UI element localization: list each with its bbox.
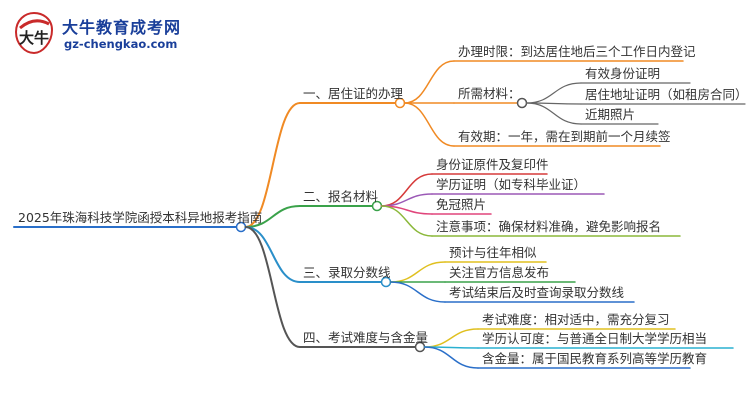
child-topic: 预计与往年相似 <box>449 245 537 260</box>
branch-connector <box>244 102 301 228</box>
child-topic: 含金量：属于国民教育系列高等学历教育 <box>482 351 708 366</box>
child-topic: 关注官方信息发布 <box>449 265 550 280</box>
child-topic: 注意事项：确保材料准确，避免影响报名 <box>436 219 662 234</box>
child-connector <box>389 281 446 303</box>
branch-topic: 一、居住证的办理 <box>303 86 404 101</box>
child-connector <box>403 102 455 147</box>
logo-badge-text: 大牛 <box>19 29 49 47</box>
logo-badge-icon: 大牛 <box>14 11 54 55</box>
child-topic: 考试结束后及时查询录取分数线 <box>449 285 625 300</box>
branch-connector <box>244 205 301 228</box>
child-topic: 身份证原件及复印件 <box>436 157 549 172</box>
branch-topic: 二、报名材料 <box>303 189 379 204</box>
brand-name: 大牛教育成考网 <box>62 18 182 37</box>
grandchild-topic: 有效身份证明 <box>585 66 661 81</box>
brand-url: gz-chengkao.com <box>64 37 178 51</box>
child-connector <box>380 205 433 237</box>
branch-connector <box>244 226 301 348</box>
child-connector <box>403 60 455 104</box>
child-topic: 有效期：一年，需在到期前一个月续签 <box>458 129 671 144</box>
child-connector <box>423 346 479 369</box>
child-connector <box>380 173 433 207</box>
grandchild-connector <box>525 82 582 104</box>
child-topic: 免冠照片 <box>436 197 487 212</box>
child-connector <box>389 261 446 283</box>
child-connector <box>423 328 479 348</box>
grandchild-topic: 近期照片 <box>585 107 636 122</box>
child-topic: 所需材料： <box>458 86 521 101</box>
child-topic: 学历认可度：与普通全日制大学学历相当 <box>482 331 708 346</box>
root-topic: 2025年珠海科技学院函授本科异地报考指南 <box>18 210 263 225</box>
branch-topic: 三、录取分数线 <box>303 265 391 280</box>
brand-logo: 大牛 大牛教育成考网 gz-chengkao.com <box>10 10 200 58</box>
child-topic: 学历证明（如专科毕业证） <box>436 177 587 192</box>
branch-connector <box>244 226 301 283</box>
child-topic: 办理时限：到达居住地后三个工作日内登记 <box>458 44 696 59</box>
grandchild-topic: 居住地址证明（如租房合同） <box>585 87 748 102</box>
grandchild-connector <box>525 102 582 125</box>
child-topic: 考试难度：相对适中，需充分复习 <box>482 312 670 327</box>
branch-topic: 四、考试难度与含金量 <box>303 330 429 345</box>
